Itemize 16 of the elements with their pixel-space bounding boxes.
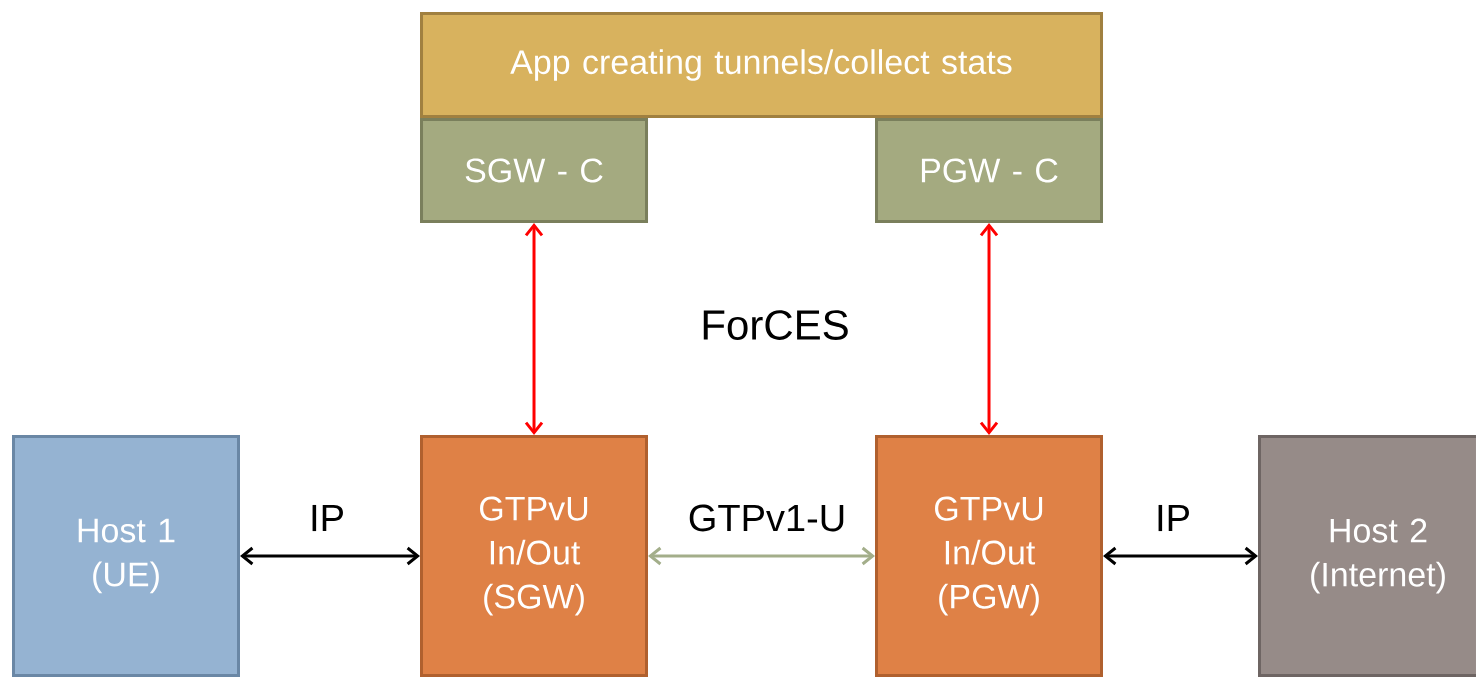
edge-label: GTPv1-U bbox=[685, 502, 849, 534]
arrow bbox=[240, 546, 420, 566]
host-box: Host 1 (UE) bbox=[12, 435, 240, 677]
arrow bbox=[648, 546, 875, 566]
gateway-box: GTPvU In/Out (PGW) bbox=[875, 435, 1103, 677]
arrow bbox=[979, 223, 999, 435]
protocol-label: ForCES bbox=[703, 310, 848, 340]
control-box: PGW - C bbox=[875, 118, 1103, 223]
control-box: SGW - C bbox=[420, 118, 648, 223]
gateway-box: GTPvU In/Out (SGW) bbox=[420, 435, 648, 677]
arrow bbox=[1103, 546, 1258, 566]
app-box: App creating tunnels/collect stats bbox=[420, 12, 1103, 118]
arrow bbox=[524, 223, 544, 435]
edge-label: IP bbox=[1153, 502, 1193, 534]
edge-label: IP bbox=[307, 502, 347, 534]
host-box: Host 2 (Internet) bbox=[1258, 435, 1476, 677]
